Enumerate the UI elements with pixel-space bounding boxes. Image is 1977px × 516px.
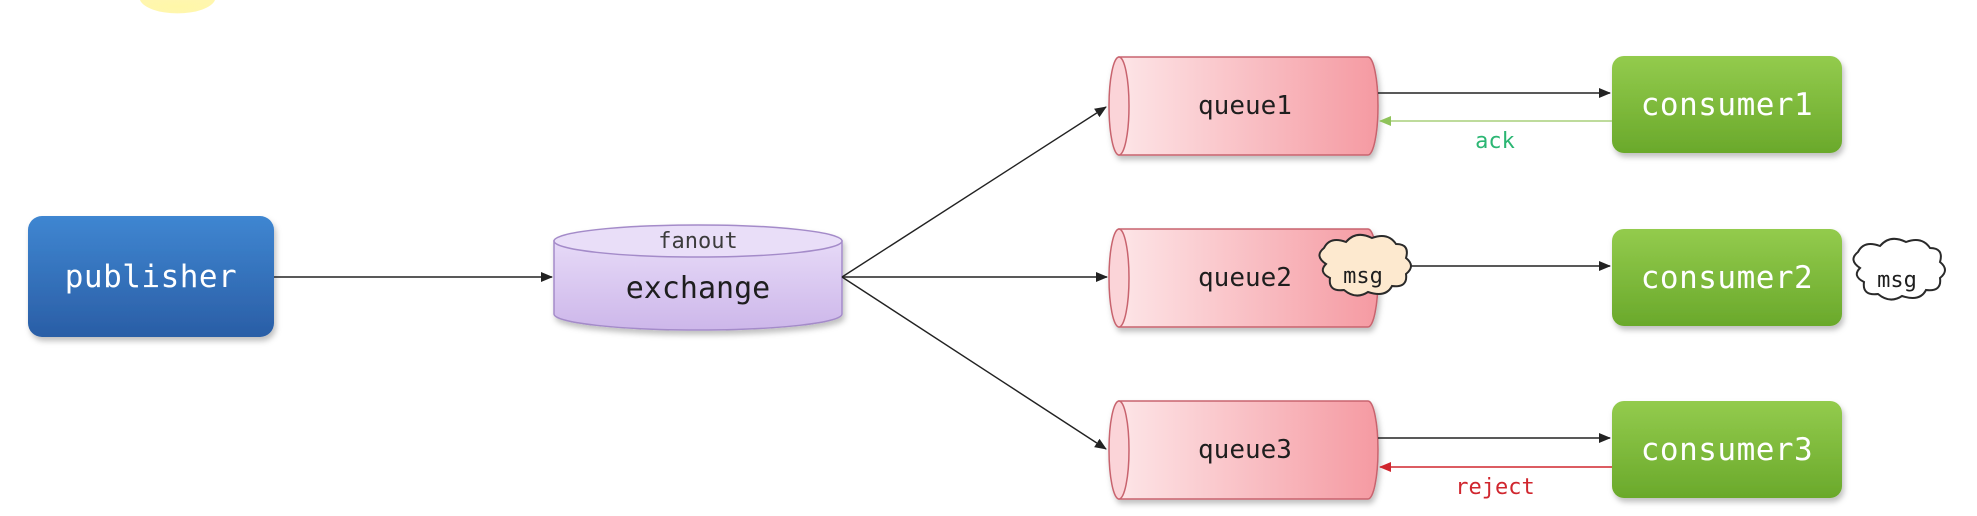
exchange-node bbox=[553, 224, 843, 331]
cursor-highlight bbox=[140, 0, 215, 14]
queue1-node bbox=[1108, 56, 1379, 156]
edge-exchange-queue1 bbox=[841, 106, 1107, 278]
consumer3-node bbox=[1612, 401, 1842, 498]
consumer1-node bbox=[1612, 56, 1842, 153]
queue3-node bbox=[1108, 400, 1379, 500]
edge-exchange-queue3 bbox=[841, 276, 1107, 450]
msg-cloud-queue2 bbox=[1318, 233, 1412, 297]
publisher-node bbox=[28, 216, 274, 337]
consumer2-node bbox=[1612, 229, 1842, 326]
msg-cloud-consumer2 bbox=[1852, 237, 1946, 301]
